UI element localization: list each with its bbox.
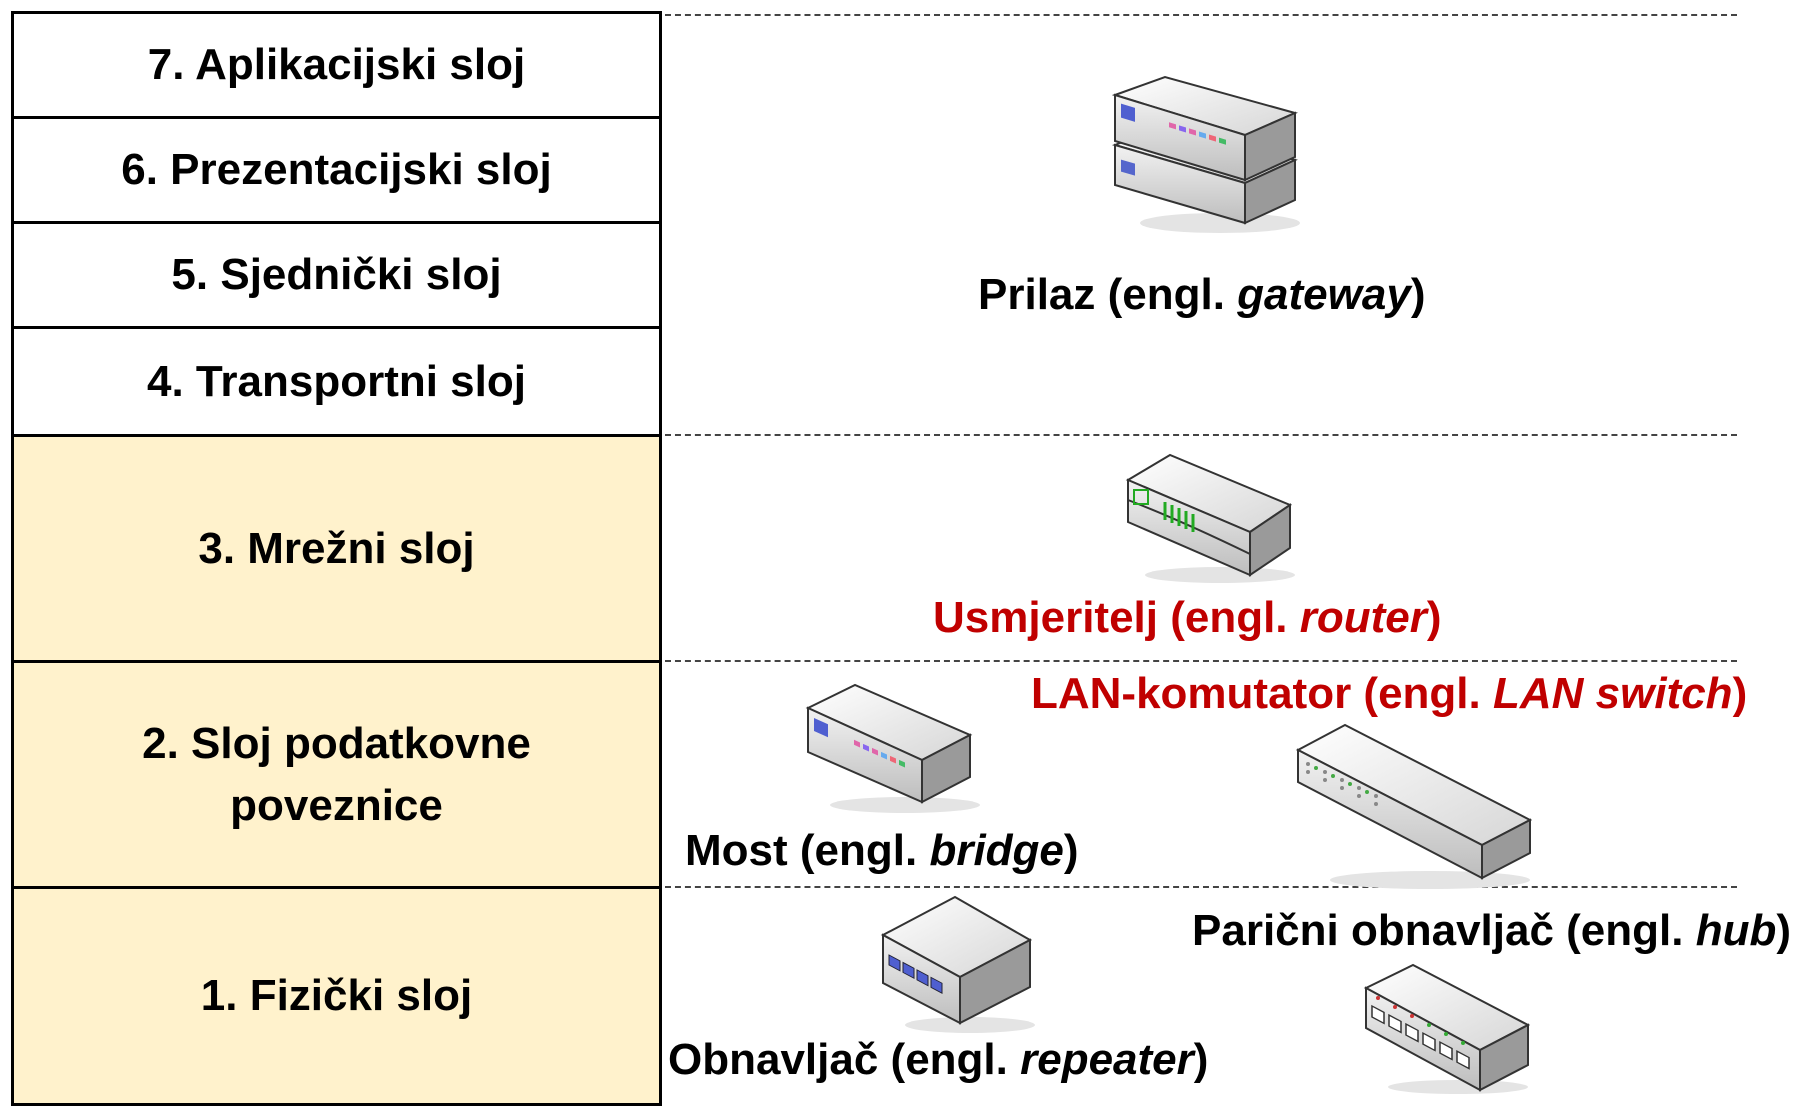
- repeater-label-prefix: Obnavljač (engl.: [668, 1035, 1021, 1084]
- gateway-label-prefix: Prilaz (engl.: [978, 270, 1238, 319]
- layer-4-transport: 4. Transportni sloj: [11, 326, 662, 437]
- repeater-label-suffix: ): [1193, 1035, 1209, 1084]
- bridge-label: Most (engl. bridge): [685, 826, 1079, 876]
- gateway-label: Prilaz (engl. gateway): [978, 270, 1425, 320]
- layer-label: 2. Sloj podatkovne poveznice: [142, 718, 531, 830]
- separator-top: [665, 14, 1737, 16]
- layer-label: 3. Mrežni sloj: [198, 523, 475, 573]
- router-label-prefix: Usmjeritelj (engl.: [933, 593, 1300, 642]
- layer-label: 5. Sjednički sloj: [171, 250, 502, 300]
- layer-3-network: 3. Mrežni sloj: [11, 434, 662, 663]
- switch-label-term: LAN switch: [1492, 669, 1733, 718]
- switch-label-suffix: ): [1732, 669, 1748, 718]
- router-icon: [1125, 453, 1295, 583]
- bridge-label-suffix: ): [1063, 826, 1079, 875]
- repeater-label-term: repeater: [1020, 1035, 1194, 1084]
- bridge-icon: [805, 683, 980, 813]
- router-label-term: router: [1299, 593, 1427, 642]
- hub-icon: [1363, 963, 1531, 1094]
- hub-label-prefix: Parični obnavljač (engl.: [1192, 906, 1696, 955]
- hub-label: Parični obnavljač (engl. hub): [1192, 906, 1791, 956]
- layer-7-application: 7. Aplikacijski sloj: [11, 11, 662, 119]
- layer-6-presentation: 6. Prezentacijski sloj: [11, 116, 662, 224]
- switch-label: LAN-komutator (engl. LAN switch): [1031, 669, 1747, 719]
- layer-label: 4. Transportni sloj: [147, 356, 526, 406]
- router-label: Usmjeritelj (engl. router): [933, 593, 1442, 643]
- separator-layer-3-2: [665, 660, 1737, 662]
- separator-layer-4-3: [665, 434, 1737, 436]
- separator-layer-2-1: [665, 886, 1737, 888]
- layer-label: 7. Aplikacijski sloj: [147, 40, 526, 90]
- layer-1-physical: 1. Fizički sloj: [11, 886, 662, 1106]
- gateway-icon: [1111, 75, 1300, 233]
- repeater-icon: [880, 895, 1035, 1033]
- hub-label-suffix: ): [1776, 906, 1791, 955]
- router-label-suffix: ): [1426, 593, 1442, 642]
- gateway-label-term: gateway: [1237, 270, 1411, 319]
- hub-label-term: hub: [1695, 906, 1777, 955]
- repeater-label: Obnavljač (engl. repeater): [668, 1035, 1208, 1085]
- layer-5-session: 5. Sjednički sloj: [11, 221, 662, 329]
- switch-icon: [1295, 723, 1533, 889]
- layer-label: 1. Fizički sloj: [200, 971, 473, 1021]
- gateway-label-suffix: ): [1410, 270, 1426, 319]
- bridge-label-prefix: Most (engl.: [685, 826, 930, 875]
- bridge-label-term: bridge: [929, 826, 1064, 875]
- layer-2-data-link: 2. Sloj podatkovne poveznice: [11, 660, 662, 889]
- layer-label: 6. Prezentacijski sloj: [121, 145, 552, 195]
- switch-label-prefix: LAN-komutator (engl.: [1031, 669, 1493, 718]
